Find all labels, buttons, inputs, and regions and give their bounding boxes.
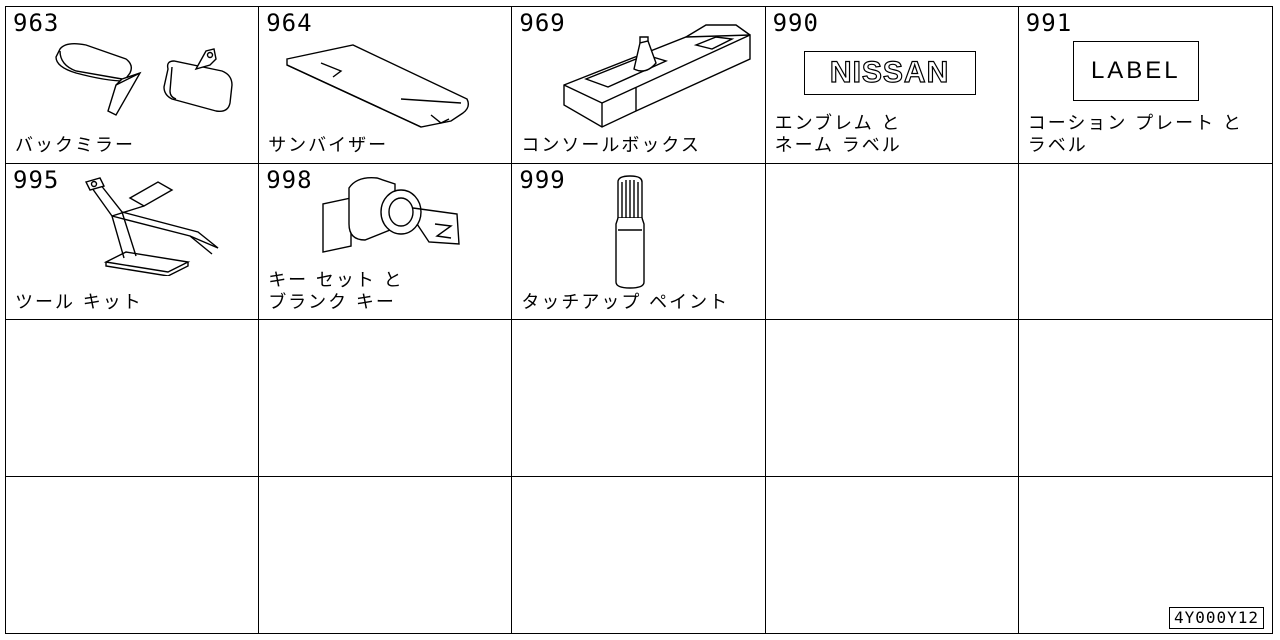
- part-name-line-1: キー セット と: [268, 269, 404, 291]
- part-name: バックミラー: [15, 135, 135, 156]
- part-name: ツール キット: [15, 291, 143, 313]
- part-name: サンバイザー: [268, 135, 389, 156]
- part-cell-991[interactable]: 991 LABEL コーション プレート と ラベル: [1018, 7, 1272, 164]
- part-name-line-2: ブランク キー: [268, 291, 396, 313]
- empty-cell: [1018, 164, 1272, 320]
- part-cell-995[interactable]: 995 ツール キット: [6, 163, 260, 320]
- part-cell-999[interactable]: 999 タッチアップ ペイント: [512, 163, 766, 320]
- part-number: 969: [519, 9, 566, 37]
- parts-grid: 963 バックミラー 964: [6, 7, 1272, 633]
- part-number: 998: [266, 165, 313, 194]
- sun-visor-icon: [286, 44, 470, 128]
- empty-cell: [765, 163, 1019, 320]
- console-box-icon: [563, 24, 752, 128]
- part-cell-990[interactable]: 990 NISSAN エンブレム と ネーム ラベル: [765, 7, 1019, 164]
- empty-cell: [6, 476, 260, 633]
- part-number: 964: [266, 9, 313, 37]
- part-cell-998[interactable]: 998 キー セット と ブランク キー: [259, 163, 513, 320]
- emblem-icon: NISSAN: [803, 51, 976, 95]
- empty-cell: [259, 476, 513, 633]
- part-number: 999: [519, 165, 566, 194]
- part-number: 991: [1025, 9, 1073, 37]
- part-cell-969[interactable]: 969 コンソールボックス: [512, 7, 766, 164]
- empty-cell: [259, 320, 513, 477]
- part-name-line-2: ネーム ラベル: [774, 135, 902, 156]
- part-name-line-2: ラベル: [1027, 135, 1088, 156]
- key-cylinder-icon: [322, 176, 460, 253]
- empty-cell: [1018, 320, 1272, 477]
- part-name-line-1: コーション プレート と: [1027, 113, 1243, 134]
- part-cell-963[interactable]: 963 バックミラー: [6, 7, 260, 164]
- empty-cell: [6, 320, 260, 477]
- part-name-line-1: エンブレム と: [774, 113, 902, 134]
- part-cell-964[interactable]: 964 サンバイザー: [259, 7, 513, 164]
- diagram-code: 4Y000Y12: [1168, 607, 1264, 629]
- jack-icon: [84, 176, 219, 276]
- part-number: 995: [13, 165, 60, 194]
- part-name: タッチアップ ペイント: [521, 291, 730, 313]
- mirror-icon: [55, 42, 233, 116]
- parts-index-sheet: 963 バックミラー 964: [5, 6, 1273, 634]
- empty-cell: [765, 320, 1019, 477]
- label-plate-text: LABEL: [1090, 57, 1181, 84]
- part-number: 963: [13, 9, 60, 37]
- part-number: 990: [772, 9, 819, 37]
- empty-cell: [512, 320, 766, 477]
- empty-cell: [766, 476, 1019, 633]
- part-name: コンソールボックス: [521, 135, 701, 156]
- paint-bottle-icon: [615, 174, 646, 289]
- label-plate-icon: LABEL: [1072, 41, 1199, 101]
- emblem-text: NISSAN: [829, 55, 950, 89]
- empty-cell: [512, 476, 766, 633]
